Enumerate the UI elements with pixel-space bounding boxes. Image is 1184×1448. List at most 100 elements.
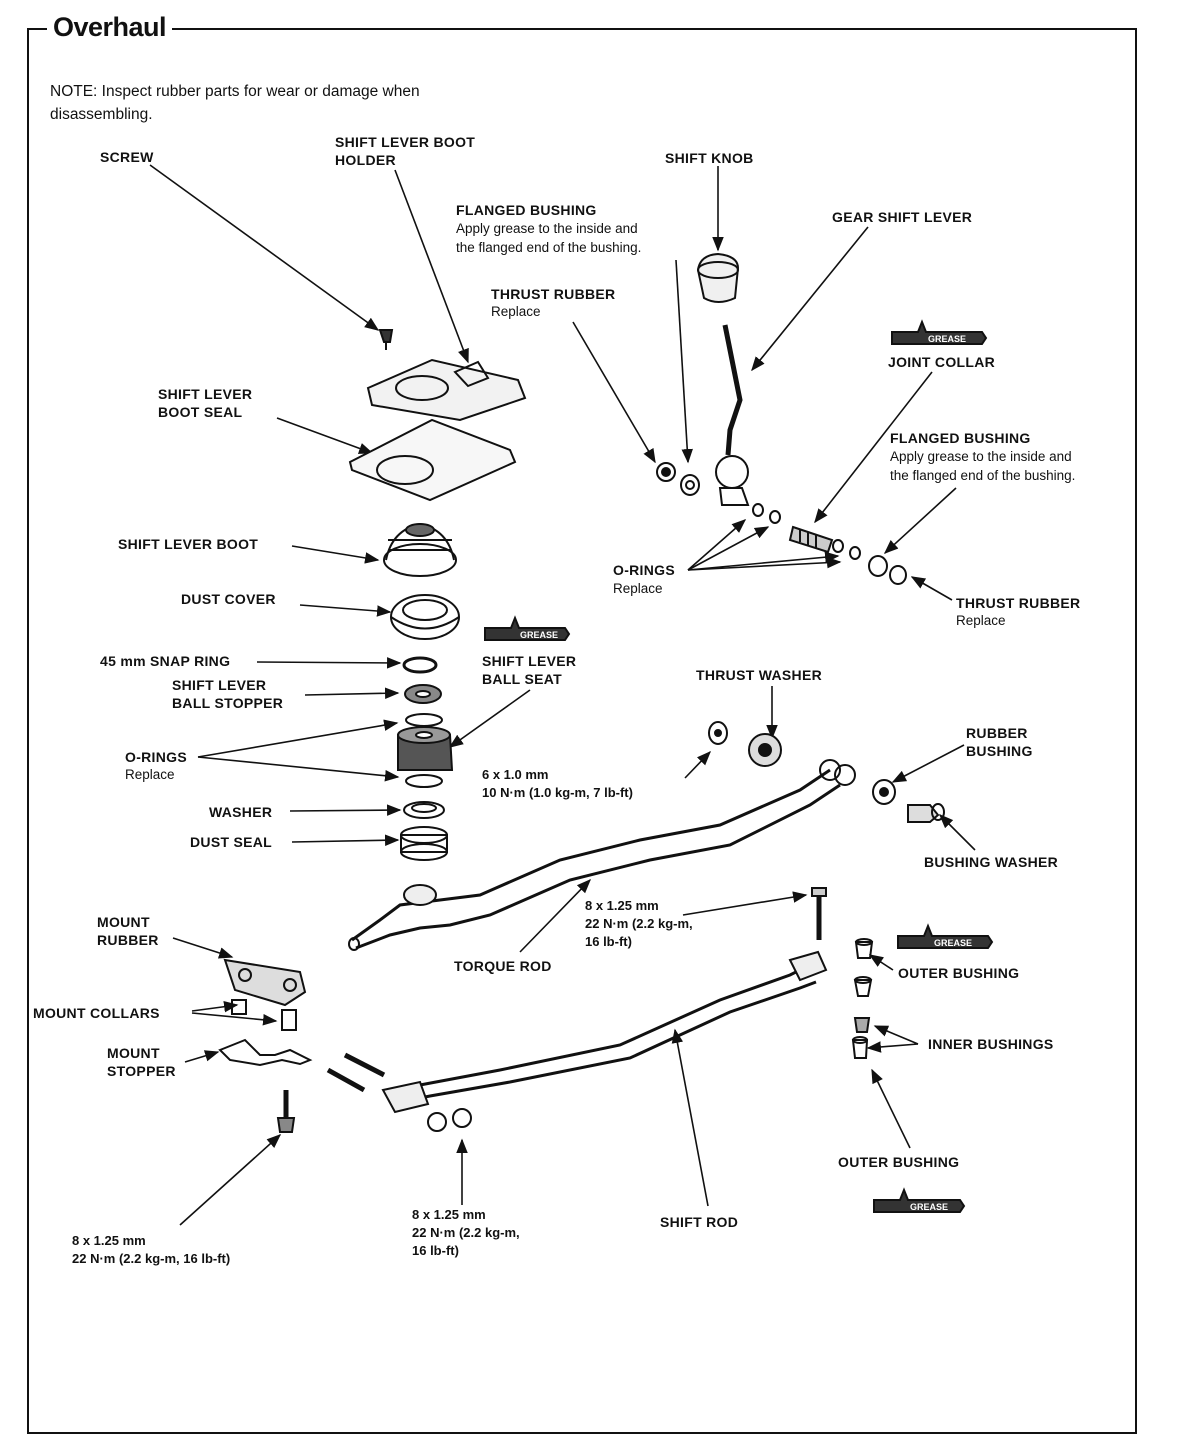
spec-shift-rod-bolt-3: 16 lb-ft) [585, 934, 632, 949]
spec-shift-rod-bolt-1: 8 x 1.25 mm [585, 898, 659, 913]
label-boot-holder-1: SHIFT LEVER BOOT [335, 134, 476, 150]
label-ball-stopper-2: BALL STOPPER [172, 695, 284, 711]
gear-shift-lever [715, 324, 750, 506]
grease-tag-2: GREASE [520, 630, 558, 640]
nuts [427, 1108, 472, 1132]
label-dust-cover: DUST COVER [181, 591, 276, 607]
label-washer: WASHER [209, 804, 273, 820]
label-shift-knob: SHIFT KNOB [665, 150, 754, 166]
note-text: NOTE: Inspect rubber parts for wear or d… [50, 83, 420, 123]
label-flanged-bushing-top: FLANGED BUSHING [456, 202, 597, 218]
label-bushing-washer: BUSHING WASHER [924, 854, 1059, 870]
label-boot-holder-2: HOLDER [335, 152, 396, 168]
rubber-bushing [872, 779, 896, 805]
label-ball-stopper-1: SHIFT LEVER [172, 677, 267, 693]
outer-bushing-bottom2 [853, 976, 873, 997]
label-mount-stopper-1: MOUNT [107, 1045, 160, 1061]
ball-stopper [404, 684, 442, 704]
thrust-rubber-right-note: Replace [956, 613, 1006, 628]
page-title: Overhaul [47, 12, 173, 43]
diagram-frame [27, 28, 1137, 1434]
label-outer-bushing-bottom: OUTER BUSHING [838, 1154, 960, 1170]
snap-ring [402, 656, 438, 674]
spec-torque-rod-bolt-2: 10 N·m (1.0 kg-m, 7 lb-ft) [482, 785, 633, 800]
grease-tube-3 [897, 923, 994, 949]
o-ring-lower [405, 774, 443, 788]
flanged-bushing-top-note-2: the flanged end of the bushing. [456, 240, 642, 255]
leader-arrows [149, 164, 976, 1226]
o-ring-upper [405, 713, 443, 727]
torque-rod [348, 759, 856, 951]
ball-seat [397, 726, 454, 771]
shift-rod-bolts [326, 1052, 386, 1093]
o-rings-top [752, 503, 861, 560]
label-thrust-rubber-top: THRUST RUBBER [491, 286, 616, 302]
label-o-rings-left: O-RINGS [125, 749, 187, 765]
label-snap-ring: 45 mm SNAP RING [100, 653, 231, 669]
label-torque-rod: TORQUE ROD [454, 958, 552, 974]
label-mount-collars: MOUNT COLLARS [33, 1005, 160, 1021]
label-outer-bushing-top: OUTER BUSHING [898, 965, 1020, 981]
label-ball-seat-2: BALL SEAT [482, 671, 562, 687]
o-rings-left-note: Replace [125, 767, 175, 782]
screw [378, 329, 394, 350]
label-mount-rubber-1: MOUNT [97, 914, 150, 930]
spec-mount-bolt-2: 22 N·m (2.2 kg-m, 16 lb-ft) [72, 1251, 231, 1266]
mount-stopper [218, 1038, 313, 1067]
flanged-bushing-top [680, 474, 700, 496]
grease-tube-1 [891, 319, 988, 345]
label-joint-collar: JOINT COLLAR [888, 354, 996, 370]
o-rings-top-note: Replace [613, 581, 663, 596]
washer [403, 801, 445, 819]
label-shift-lever-boot: SHIFT LEVER BOOT [118, 536, 259, 552]
mount-rubber [223, 958, 307, 1007]
label-boot-seal-1: SHIFT LEVER [158, 386, 253, 402]
grease-tag-4: GREASE [910, 1202, 948, 1212]
shift-knob [696, 252, 740, 303]
dust-seal [400, 826, 448, 861]
grease-tube-2 [484, 615, 571, 641]
label-rubber-bushing-2: BUSHING [966, 743, 1033, 759]
spec-nut-3: 16 lb-ft) [412, 1243, 459, 1258]
label-ball-seat-1: SHIFT LEVER [482, 653, 577, 669]
mount-collars [231, 999, 297, 1031]
grease-tag-1: GREASE [928, 334, 966, 344]
outer-bushing-top [854, 938, 874, 959]
flanged-bushing-right-note-2: the flanged end of the bushing. [890, 468, 1076, 483]
label-dust-seal: DUST SEAL [190, 834, 273, 850]
boot-seal [348, 418, 517, 502]
parts [218, 252, 994, 1213]
label-o-rings-top: O-RINGS [613, 562, 675, 578]
thrust-rubber-right [868, 555, 907, 585]
dust-cover [390, 594, 460, 640]
spec-nut-2: 22 N·m (2.2 kg-m, [412, 1225, 520, 1240]
flanged-bushing-right-note-1: Apply grease to the inside and [890, 449, 1072, 464]
mount-bolt [276, 1090, 296, 1133]
thrust-rubber-top-note: Replace [491, 304, 541, 319]
thrust-washer [748, 733, 782, 767]
label-flanged-bushing-right: FLANGED BUSHING [890, 430, 1031, 446]
shift-lever-boot [383, 522, 457, 577]
label-thrust-washer: THRUST WASHER [696, 667, 823, 683]
label-thrust-rubber-right: THRUST RUBBER [956, 595, 1081, 611]
label-mount-stopper-2: STOPPER [107, 1063, 176, 1079]
spec-torque-rod-bolt-1: 6 x 1.0 mm [482, 767, 549, 782]
label-gear-shift-lever: GEAR SHIFT LEVER [832, 209, 973, 225]
thrust-rubber-top [656, 462, 676, 482]
inner-bushing-2 [851, 1036, 869, 1059]
flanged-bushing-top-note-1: Apply grease to the inside and [456, 221, 638, 236]
shift-rod [381, 950, 828, 1114]
boot-holder [366, 358, 527, 422]
spec-nut-1: 8 x 1.25 mm [412, 1207, 486, 1222]
torque-rod-bolt [811, 887, 827, 940]
spec-mount-bolt-1: 8 x 1.25 mm [72, 1233, 146, 1248]
grease-tags: GREASE GREASE GREASE GREASE [520, 334, 972, 1212]
label-rubber-bushing-1: RUBBER [966, 725, 1028, 741]
label-mount-rubber-2: RUBBER [97, 932, 159, 948]
joint-collar [788, 525, 834, 554]
bushing-washer [907, 803, 945, 823]
inner-bushing-1 [853, 1017, 871, 1033]
grease-tube-4 [873, 1187, 966, 1213]
label-shift-rod: SHIFT ROD [660, 1214, 739, 1230]
